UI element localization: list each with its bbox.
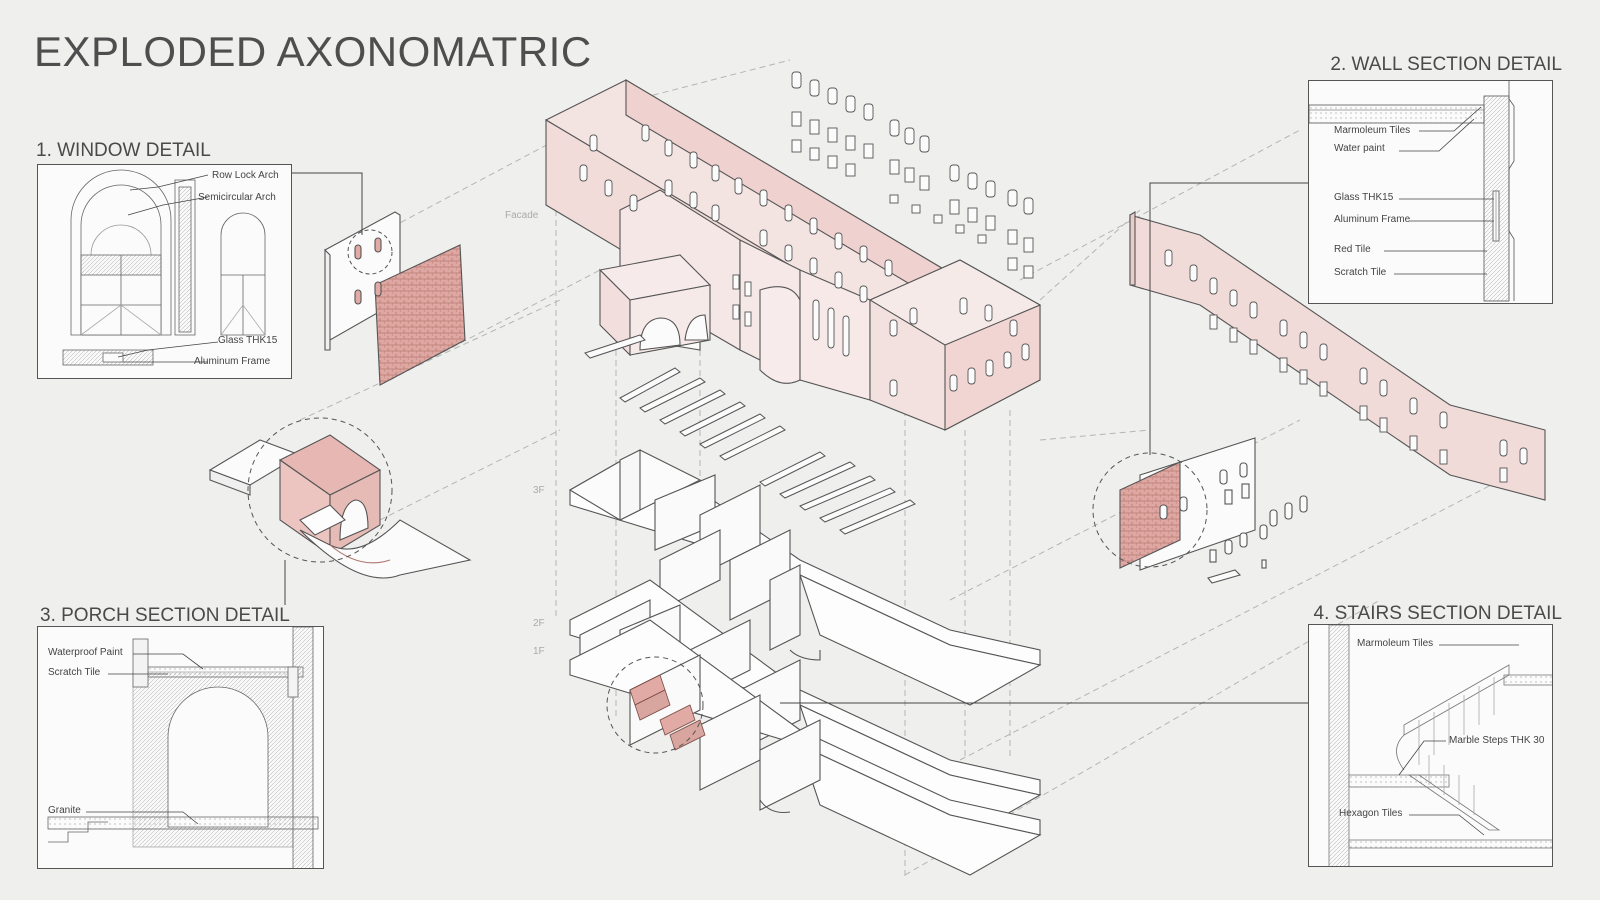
annotation-glass: Glass THK15 [1334, 192, 1394, 203]
page-title: EXPLODED AXONOMATRIC [34, 28, 592, 75]
floor-plate-3f [568, 449, 1042, 706]
porch-section-drawing [47, 627, 319, 868]
floor-label-3f: 3F [533, 485, 545, 496]
annotation-scratch-tile: Scratch Tile [48, 667, 101, 678]
annotation-semicircular-arch: Semicircular Arch [198, 192, 276, 203]
window-module [324, 211, 466, 386]
annotation-marmoleum-tiles: Marmoleum Tiles [1334, 125, 1411, 136]
stairs-detail-panel: Marmoleum Tiles Marble Steps THK 30 Hexa… [1308, 624, 1553, 867]
window-detail-panel: Row Lock Arch Semicircular Arch Glass TH… [37, 164, 292, 379]
wall-detail-callout [1092, 452, 1208, 568]
annotation-row-lock-arch: Row Lock Arch [212, 170, 279, 181]
window-detail-title: 1. WINDOW DETAIL [36, 140, 211, 161]
main-facade-building [544, 79, 1042, 431]
porch-detail-panel: Waterproof Paint Scratch Tile Granite [37, 626, 324, 869]
wall-section-drawing [1309, 81, 1515, 302]
annotation-aluminum-frame: Aluminum Frame [1334, 214, 1411, 225]
annotation-red-tile: Red Tile [1334, 244, 1371, 255]
window-detail-callout [347, 229, 393, 275]
floating-beams [584, 334, 916, 535]
annotation-granite: Granite [48, 805, 81, 816]
floor-label-1f: 1F [533, 646, 545, 657]
right-facade-windows [1164, 249, 1528, 483]
leader-lines [284, 172, 1320, 704]
annotation-scratch-tile: Scratch Tile [1334, 267, 1387, 278]
annotation-hexagon-tiles: Hexagon Tiles [1339, 808, 1403, 819]
facade-windows [579, 124, 1030, 397]
window-detail-drawing [62, 169, 266, 366]
loose-window-grid [791, 71, 1034, 279]
annotation-marble-steps: Marble Steps THK 30 [1449, 735, 1545, 746]
porch-block [598, 254, 712, 357]
stairs-detail-title: 4. STAIRS SECTION DETAIL [1313, 603, 1562, 624]
annotation-waterproof-paint: Waterproof Paint [48, 647, 123, 658]
annotation-aluminum-frame: Aluminum Frame [194, 356, 271, 367]
annotation-water-paint: Water paint [1334, 143, 1385, 154]
wall-module [1119, 437, 1308, 584]
porch-detail-callout [247, 417, 393, 563]
annotation-marmoleum-tiles: Marmoleum Tiles [1357, 638, 1434, 649]
wall-detail-title: 2. WALL SECTION DETAIL [1330, 54, 1562, 75]
porch-module [208, 434, 472, 579]
wall-detail-panel: Marmoleum Tiles Water paint Glass THK15 … [1308, 80, 1553, 304]
annotation-glass: Glass THK15 [218, 335, 278, 346]
porch-detail-title: 3. PORCH SECTION DETAIL [40, 605, 290, 626]
floor-label-2f: 2F [533, 618, 545, 629]
floor-label-facade: Facade [505, 210, 539, 221]
stair-detail-callout [606, 656, 704, 754]
stair-highlight [629, 674, 706, 751]
right-facade-wall [1129, 211, 1546, 501]
stairs-section-drawing [1328, 625, 1552, 866]
